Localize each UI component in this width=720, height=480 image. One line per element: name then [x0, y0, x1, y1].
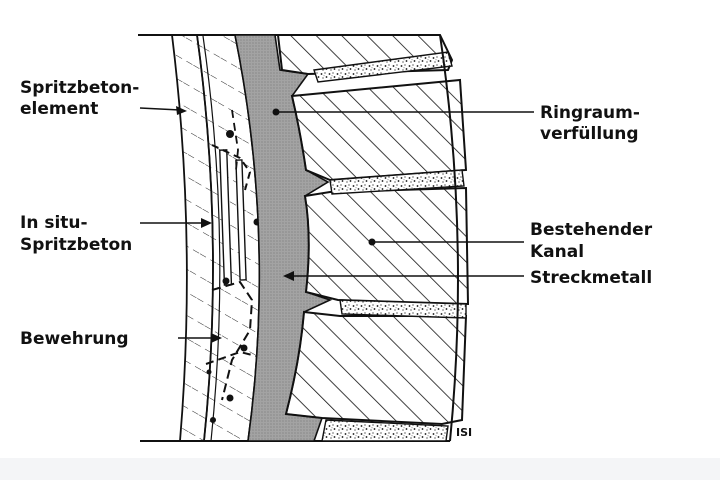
label-in-situ-line2: Spritzbeton — [20, 235, 132, 255]
mortar-joint — [313, 51, 453, 83]
arrowhead — [283, 271, 294, 281]
reinforcement-dot — [210, 417, 216, 423]
label-kanal-line2: Kanal — [530, 242, 584, 262]
isi-logo: ISI — [456, 426, 472, 439]
label-ringraum-line2: verfüllung — [540, 124, 639, 144]
label-streckmetall: Streckmetall — [530, 268, 652, 288]
mortar-joint — [329, 169, 465, 195]
label-spritzbeton-element-line1: Spritzbeton- — [20, 78, 139, 98]
bestehender-kanal-block-3 — [284, 310, 468, 426]
mortar-joint — [339, 299, 467, 319]
bestehender-kanal-block-2 — [303, 186, 470, 306]
mortar-joint — [321, 419, 449, 442]
reinforcement-dot — [206, 369, 212, 375]
leader-dot — [368, 238, 376, 246]
reinforcement-dot — [222, 277, 230, 285]
label-kanal-line1: Bestehender — [530, 220, 653, 240]
bottom-strip — [0, 458, 720, 480]
reinforcement-wire — [231, 109, 239, 171]
arrowhead — [201, 218, 212, 228]
reinforcement-wire — [211, 144, 252, 191]
reinforcement-bar — [235, 159, 247, 281]
reinforcement-dot — [226, 394, 234, 402]
masonry-outer-edge — [439, 34, 459, 442]
leader-spritzbeton-element — [139, 107, 181, 111]
label-spritzbeton-element-line2: element — [20, 99, 98, 119]
inner-layer-line — [202, 35, 221, 442]
leader-dot — [272, 108, 280, 116]
label-in-situ-line1: In situ- — [20, 213, 88, 233]
arrowhead — [211, 333, 222, 343]
reinforcement-dot — [226, 130, 234, 138]
reinforcement-dot — [240, 344, 248, 352]
label-bewehrung: Bewehrung — [20, 329, 129, 349]
label-ringraum-line1: Ringraum- — [540, 103, 640, 123]
arrowhead — [176, 106, 187, 115]
bestehender-kanal-block-1 — [290, 78, 468, 182]
